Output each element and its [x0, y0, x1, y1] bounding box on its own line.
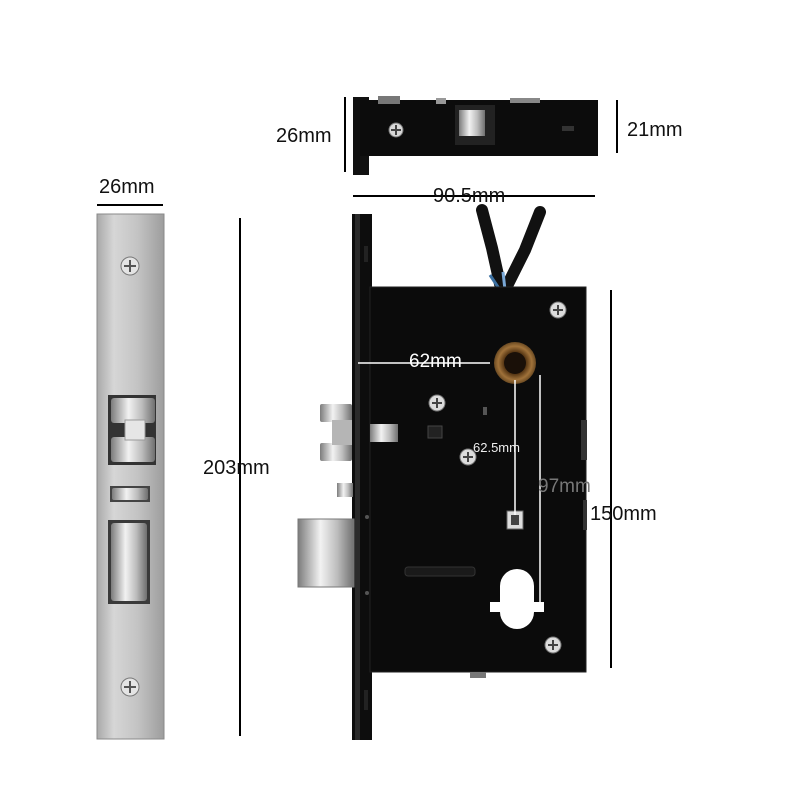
faceplate-latch: [108, 395, 156, 465]
case-screw-mid-left: [428, 394, 446, 412]
faceplate-bottom-screw: [120, 677, 140, 697]
case-screw-mid: [459, 448, 477, 466]
internal-dimension-lines: [358, 362, 541, 605]
top-depth-label: 26mm: [276, 125, 332, 147]
top-height-label: 21mm: [627, 119, 683, 141]
faceplate-top-screw: [120, 256, 140, 276]
total-height-label: 203mm: [203, 457, 270, 479]
side-trigger: [337, 483, 353, 497]
body-height-label: 150mm: [590, 503, 657, 525]
faceplate-width-label: 26mm: [99, 176, 155, 198]
case-screw-top-right: [549, 301, 567, 319]
center-distance-label: 62mm: [409, 351, 462, 372]
wires: [476, 204, 546, 291]
body-width-label: 90.5mm: [433, 185, 506, 207]
cylinder-cutout: [490, 569, 544, 629]
side-latch-bolt: [320, 404, 398, 461]
side-deadbolt: [297, 518, 355, 588]
inner-distance-label: 62.5mm: [473, 440, 520, 455]
top-view: [353, 96, 598, 175]
case-screw-bottom-right: [544, 636, 562, 654]
top-view-screw: [388, 122, 404, 138]
spindle-hub: [494, 342, 536, 384]
faceplate-trigger: [110, 486, 150, 502]
cylinder-distance-label: 97mm: [538, 476, 591, 497]
lock-body: [352, 204, 587, 740]
faceplate: [96, 213, 165, 740]
faceplate-deadbolt: [108, 520, 150, 604]
